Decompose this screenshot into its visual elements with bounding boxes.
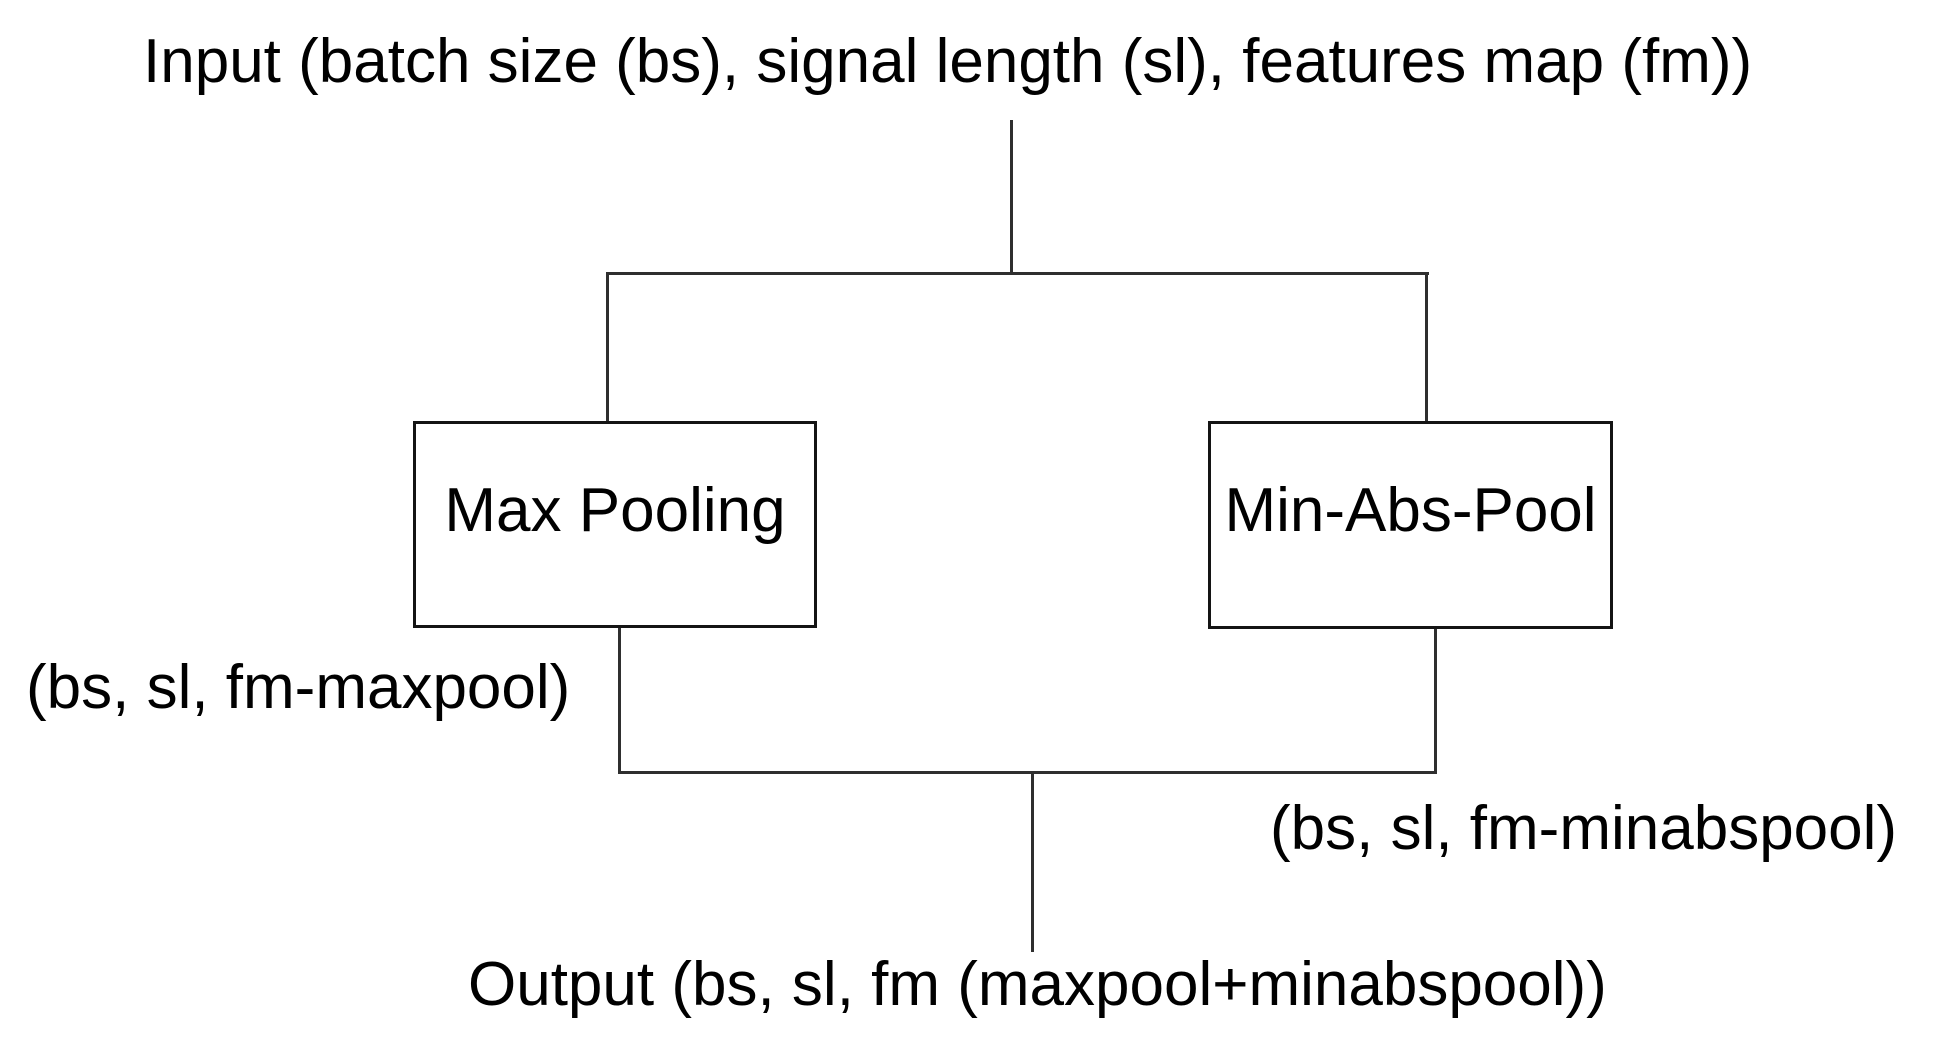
connector-merge-bar	[618, 771, 1437, 774]
connector-output-stem	[1031, 771, 1034, 952]
connector-left-out	[618, 628, 621, 774]
connector-split-bar	[607, 272, 1429, 275]
input-label: Input (batch size (bs), signal length (s…	[143, 27, 1753, 96]
connector-right-out	[1434, 629, 1437, 774]
min-abs-pool-node: Min-Abs-Pool	[1208, 421, 1613, 629]
min-abs-pool-label: Min-Abs-Pool	[1224, 476, 1597, 545]
connector-input-stem	[1010, 120, 1013, 274]
max-pooling-node: Max Pooling	[413, 421, 817, 628]
connector-right-drop	[1425, 272, 1428, 422]
minabspool-edge-label: (bs, sl, fm-minabspool)	[1270, 794, 1898, 863]
connector-left-drop	[606, 272, 609, 422]
output-label: Output (bs, sl, fm (maxpool+minabspool))	[468, 950, 1607, 1019]
max-pooling-label: Max Pooling	[444, 475, 786, 545]
maxpool-edge-label: (bs, sl, fm-maxpool)	[26, 653, 571, 722]
